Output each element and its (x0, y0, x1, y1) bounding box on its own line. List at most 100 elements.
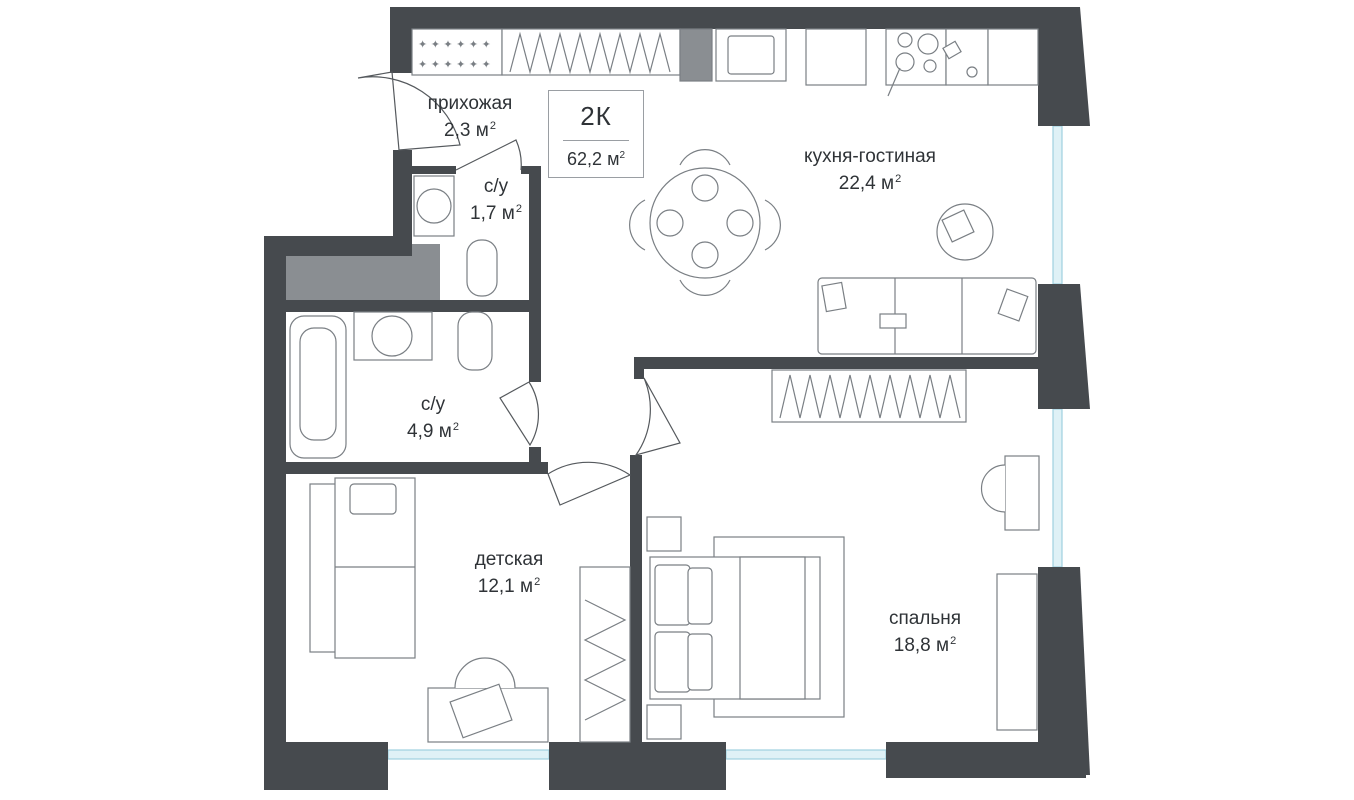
room-area: 4,9 м2 (407, 421, 459, 442)
bath-sink (371, 315, 413, 357)
svg-text:✦ ✦ ✦ ✦ ✦ ✦: ✦ ✦ ✦ ✦ ✦ ✦ (418, 38, 491, 51)
wall-bottom-right (886, 742, 1086, 778)
kids-chair (454, 657, 516, 689)
wall-bedroom-left (630, 455, 642, 745)
door-bedroom (634, 377, 681, 457)
window-bedroom-bottom (725, 749, 887, 760)
room-label-bath: с/у 4,9 м2 (378, 393, 488, 443)
wall-left-top (264, 236, 412, 256)
wall-bath-bottom (286, 462, 548, 474)
apartment-area-power: 2 (619, 150, 625, 161)
wall-hallway-left (393, 150, 412, 256)
room-name: с/у (420, 394, 446, 415)
plate-bottom (691, 241, 719, 269)
room-label-kids: детская 12,1 м2 (444, 548, 574, 598)
badge-divider (563, 140, 629, 141)
wall-bottom-middle (549, 742, 726, 790)
kids-wardrobe-hangers (583, 599, 627, 721)
nightstand-top (646, 516, 682, 552)
kitchen-column (679, 28, 713, 82)
sofa (817, 277, 1037, 355)
walls (264, 7, 1090, 790)
window-kitchen (1052, 125, 1063, 285)
kids-furniture (309, 477, 631, 743)
window-kids (387, 749, 550, 760)
apartment-area-value: 62,2 (567, 149, 603, 169)
stove-burner-4 (923, 59, 937, 73)
bedroom-wardrobe (771, 369, 967, 423)
plate-left (656, 209, 684, 237)
wardrobe-hangers (509, 31, 671, 75)
bathroom-fixtures (289, 175, 498, 459)
plate-top (691, 174, 719, 202)
nightstand-bottom (646, 704, 682, 740)
wardrobe-bedroom-hangers (779, 374, 961, 419)
kitchen-board (942, 40, 962, 60)
bed-pillow-4 (687, 633, 713, 691)
room-label-kitchen: кухня-гостиная 22,4 м2 (772, 145, 968, 195)
kitchen-spoon (887, 67, 901, 97)
bedroom-dresser (996, 573, 1038, 731)
wc-small-toilet (466, 239, 498, 297)
kitchen-sink (727, 35, 775, 75)
coffee-table-book (941, 209, 975, 243)
bedroom-furniture (646, 455, 1040, 740)
room-area: 18,8 м2 (893, 635, 957, 656)
room-name: спальня (888, 608, 962, 629)
wall-pillar-right-mid (1038, 284, 1090, 409)
wall-wc-top (412, 166, 456, 174)
kitchen-counter (945, 28, 989, 86)
wall-wc-right (529, 166, 541, 382)
room-label-hallway: прихожая 2,3 м2 (400, 92, 540, 142)
dining-set (629, 149, 781, 296)
bathtub-inner (299, 327, 337, 441)
wardrobe-pattern: ✦ ✦ ✦ ✦ ✦ ✦ ✦ ✦ ✦ ✦ ✦ ✦ (418, 38, 491, 71)
wall-bath-top (286, 300, 541, 312)
kitchen-jar (966, 66, 978, 78)
sofa-cushion-left (821, 281, 847, 313)
room-label-wc-small: с/у 1,7 м2 (448, 175, 544, 225)
bedroom-desk-chair (980, 464, 1006, 513)
wall-left (264, 236, 286, 790)
window-bedroom-top (1052, 408, 1063, 568)
door-kids (547, 461, 632, 506)
room-name: прихожая (427, 93, 513, 114)
room-area: 12,1 м2 (477, 576, 541, 597)
wall-top-left-post (390, 7, 412, 73)
chair-top (679, 149, 731, 166)
kitchen-stove (885, 28, 947, 86)
chair-left (629, 199, 646, 251)
ventilation-shaft (286, 256, 426, 300)
sofa-cushion-right (997, 288, 1029, 322)
plate-right (726, 209, 754, 237)
wall-bottom-left (264, 742, 388, 790)
room-label-bedroom: спальня 18,8 м2 (860, 607, 990, 657)
room-area: 2,3 м2 (444, 120, 496, 141)
bed-pillow-1 (654, 564, 691, 626)
kids-desk-paper (449, 683, 513, 739)
living-furniture (817, 203, 1037, 355)
wall-pillar-right-bottom (1038, 567, 1090, 775)
room-name: детская (474, 549, 544, 570)
apartment-type: 2К (580, 101, 612, 131)
stove-burner-3 (895, 52, 915, 72)
wall-bedroom-top (634, 357, 1038, 369)
kids-pillow (349, 483, 397, 515)
door-entrance (357, 71, 461, 151)
apartment-area-unit: м (607, 149, 620, 169)
door-bath (499, 381, 540, 447)
bed-pillow-3 (687, 567, 713, 625)
stove-burner-1 (897, 32, 913, 48)
room-area: 1,7 м2 (470, 203, 522, 224)
room-name: кухня-гостиная (804, 146, 936, 167)
door-wc-small (455, 139, 522, 171)
kitchen-fridge (987, 28, 1039, 86)
wall-pillar-right-top (1038, 7, 1090, 126)
apartment-badge: 2К 62,2 м2 (548, 90, 644, 178)
sofa-cushion-center (879, 313, 907, 329)
stove-burner-2 (917, 33, 939, 55)
bath-toilet (457, 311, 493, 371)
apartment-total-area: 62,2 м2 (549, 149, 643, 170)
svg-text:✦ ✦ ✦ ✦ ✦ ✦: ✦ ✦ ✦ ✦ ✦ ✦ (418, 58, 491, 71)
